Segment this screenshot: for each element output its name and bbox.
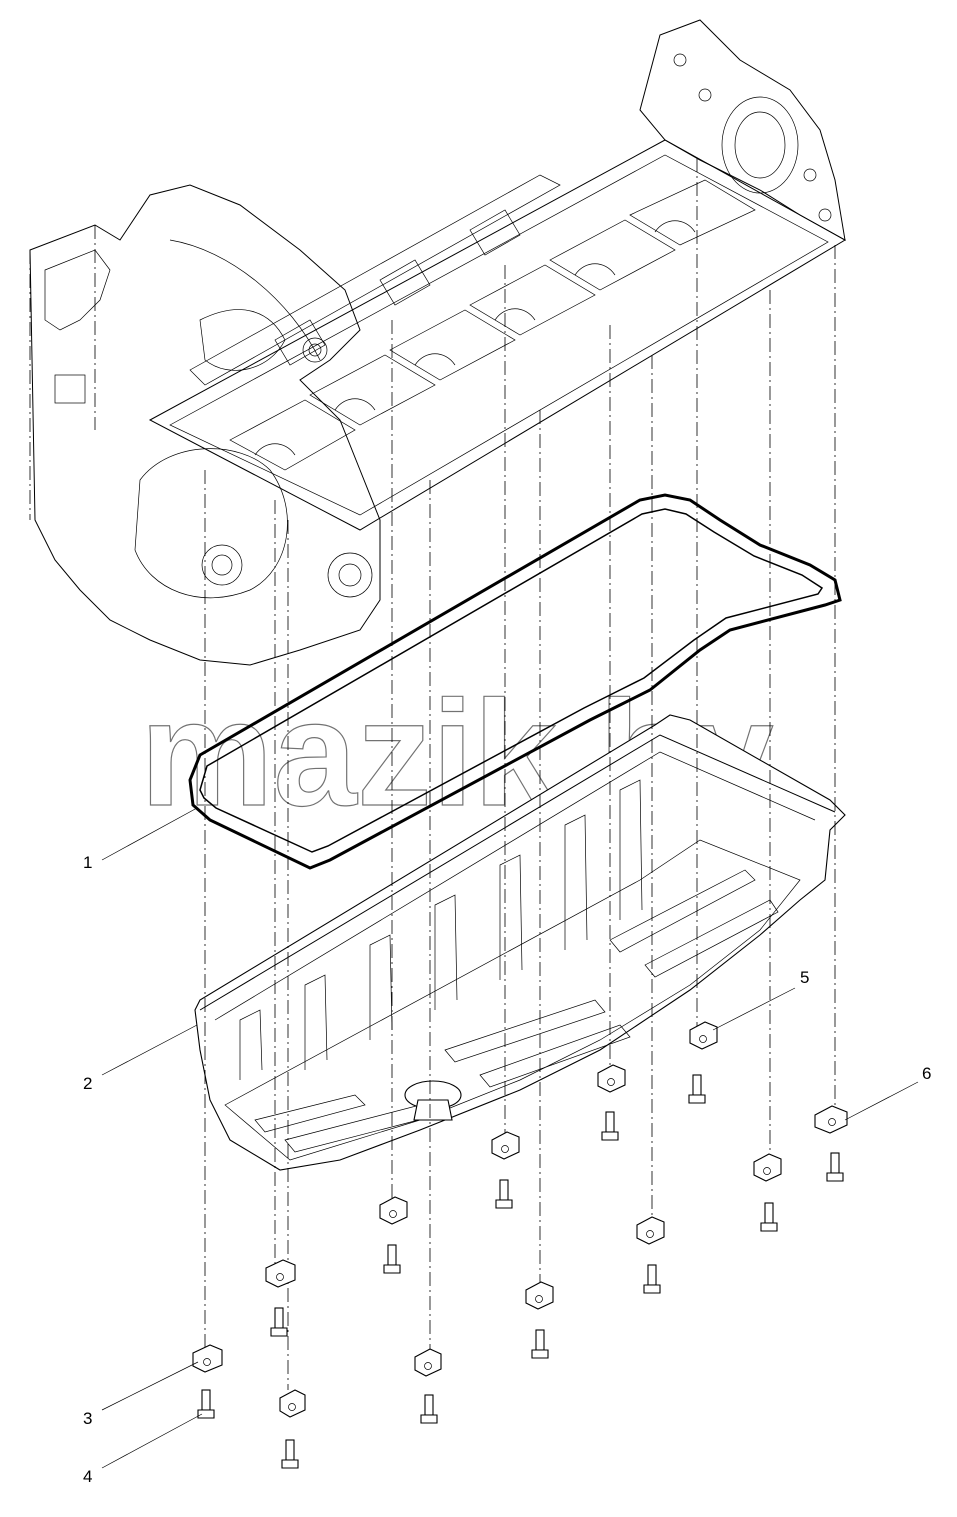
clamp-bracket <box>636 1216 665 1245</box>
callout-number: 6 <box>922 1064 931 1083</box>
callout-1: 1 <box>83 807 198 872</box>
clamp-bracket <box>525 1281 554 1310</box>
bolt <box>197 1389 215 1419</box>
clamp-bracket <box>753 1153 782 1182</box>
bolt <box>420 1394 438 1424</box>
clamps-and-bolts <box>192 1021 848 1469</box>
callout-6: 6 <box>844 1064 931 1121</box>
callout-number: 4 <box>83 1467 92 1486</box>
callout-2: 2 <box>83 1024 198 1093</box>
clamp-bracket <box>265 1259 296 1288</box>
callout-number: 5 <box>800 968 809 987</box>
clamp-bracket <box>597 1064 626 1093</box>
clamp-bracket <box>689 1021 718 1050</box>
clamp-bracket <box>379 1196 408 1225</box>
callout-number: 3 <box>83 1409 92 1428</box>
clamp-bracket <box>414 1348 442 1377</box>
bolt <box>270 1307 288 1337</box>
bolt <box>531 1329 549 1359</box>
oil-pan-gasket <box>188 493 842 870</box>
bolt <box>383 1244 401 1274</box>
clamp-bracket <box>491 1131 520 1160</box>
callout-5: 5 <box>712 968 809 1031</box>
callout-number: 2 <box>83 1074 92 1093</box>
clamp-bracket <box>279 1389 306 1418</box>
bolt <box>760 1202 778 1232</box>
alignment-axes <box>204 158 836 1390</box>
callout-number: 1 <box>83 853 92 872</box>
bolt <box>643 1264 661 1294</box>
clamp-bracket <box>814 1105 848 1134</box>
bolt <box>688 1074 706 1104</box>
bolt <box>281 1439 299 1469</box>
bolt <box>495 1179 513 1209</box>
clamp-bracket <box>192 1344 223 1373</box>
engine-block <box>29 19 847 666</box>
oil-pan <box>194 714 846 1171</box>
callout-3: 3 <box>83 1361 199 1428</box>
bolt <box>601 1111 619 1141</box>
callout-4: 4 <box>83 1413 203 1486</box>
bolt <box>826 1152 844 1182</box>
